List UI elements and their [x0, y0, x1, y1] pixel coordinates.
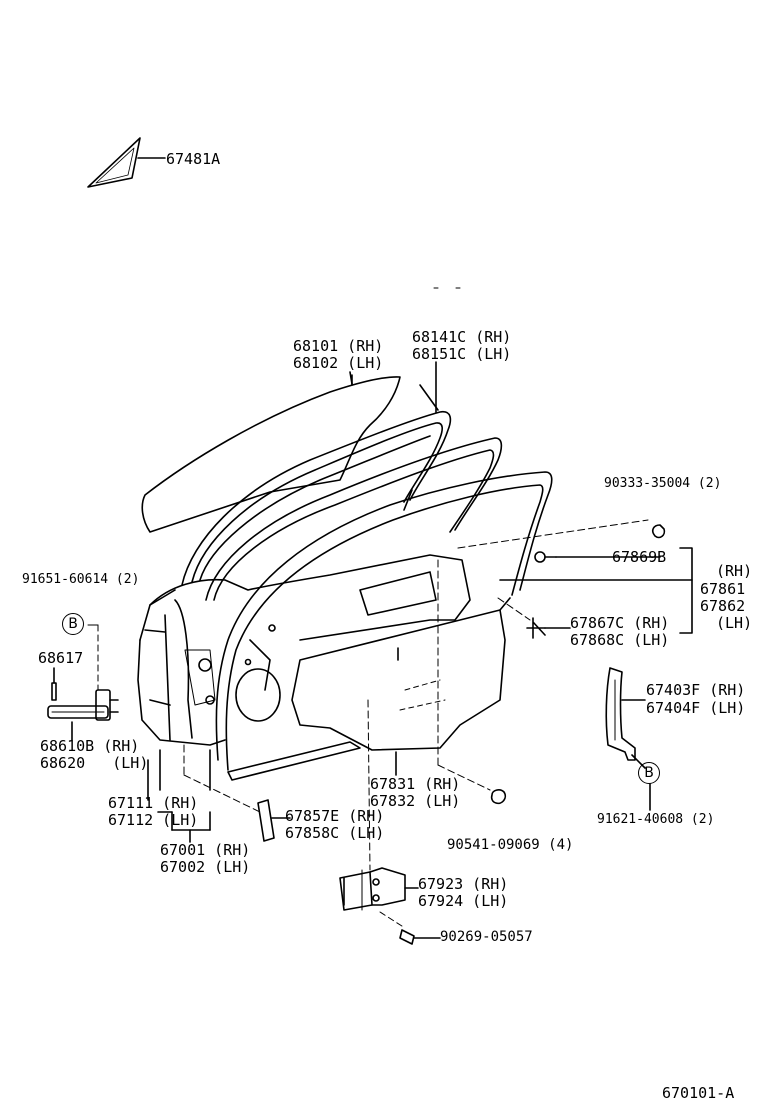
callout-67858C: 67858C (LH): [285, 824, 385, 842]
callout-67001: 67001 (RH): [160, 841, 251, 859]
door-check-part: [47, 667, 119, 721]
service-cover-part: [291, 609, 506, 751]
callout-67862: 67862: [700, 597, 746, 615]
callout-67923: 67923 (RH): [418, 875, 509, 893]
callout-68151C: 68151C (LH): [412, 345, 512, 363]
callout-91651: 91651-60614 (2): [22, 572, 140, 587]
callout-90541: 90541-09069 (4): [447, 837, 574, 853]
callout-67861: 67861: [700, 580, 746, 598]
door-edge-part: [159, 749, 211, 791]
callout-67403F: 67403F (RH): [646, 681, 746, 699]
callout-67868C: 67868C (LH): [570, 631, 670, 649]
clip-part: [526, 551, 557, 639]
weatherstrip-part: [215, 471, 553, 781]
callout-67862-lh: (LH): [716, 614, 753, 632]
callout-67111: 67111 (RH): [108, 794, 199, 812]
callout-67832: 67832 (LH): [370, 792, 461, 810]
callout-68617: 68617: [38, 649, 84, 667]
callout-67481A: 67481A: [166, 150, 221, 168]
division-bar-part: [605, 667, 636, 761]
callout-67924: 67924 (LH): [418, 892, 509, 910]
marker-b-left: B: [62, 613, 84, 635]
callout-68141C: 68141C (RH): [412, 328, 512, 346]
callout-67861-rh: (RH): [716, 562, 753, 580]
callout-67831: 67831 (RH): [370, 775, 461, 793]
belt-seal-part: [205, 437, 503, 601]
callout-91621: 91621-40608 (2): [597, 812, 715, 827]
door-glass-part: [141, 374, 401, 533]
callout-67112: 67112 (LH): [108, 811, 199, 829]
callout-67404F: 67404F (LH): [646, 699, 746, 717]
callout-67002: 67002 (LH): [160, 858, 251, 876]
callout-90333: 90333-35004 (2): [604, 476, 722, 491]
marker-b-right: B: [638, 762, 660, 784]
callout-67857E: 67857E (RH): [285, 807, 385, 825]
callout-68101: 68101 (RH): [293, 337, 384, 355]
callout-68610B: 68610B (RH): [40, 737, 140, 755]
callout-68102: 68102 (LH): [293, 354, 384, 372]
callout-68620: 68620 (LH): [40, 754, 149, 772]
hinge-part: [339, 867, 406, 911]
callout-67869B: 67869B: [612, 548, 667, 566]
glass-run-part: [181, 384, 452, 586]
callout-90269: 90269-05057: [440, 929, 533, 945]
callout-67867C: 67867C (RH): [570, 614, 670, 632]
diagram-code: 670101-A: [662, 1084, 735, 1102]
door-shell-part: [137, 554, 471, 746]
quarter-glass-part: [87, 137, 166, 188]
